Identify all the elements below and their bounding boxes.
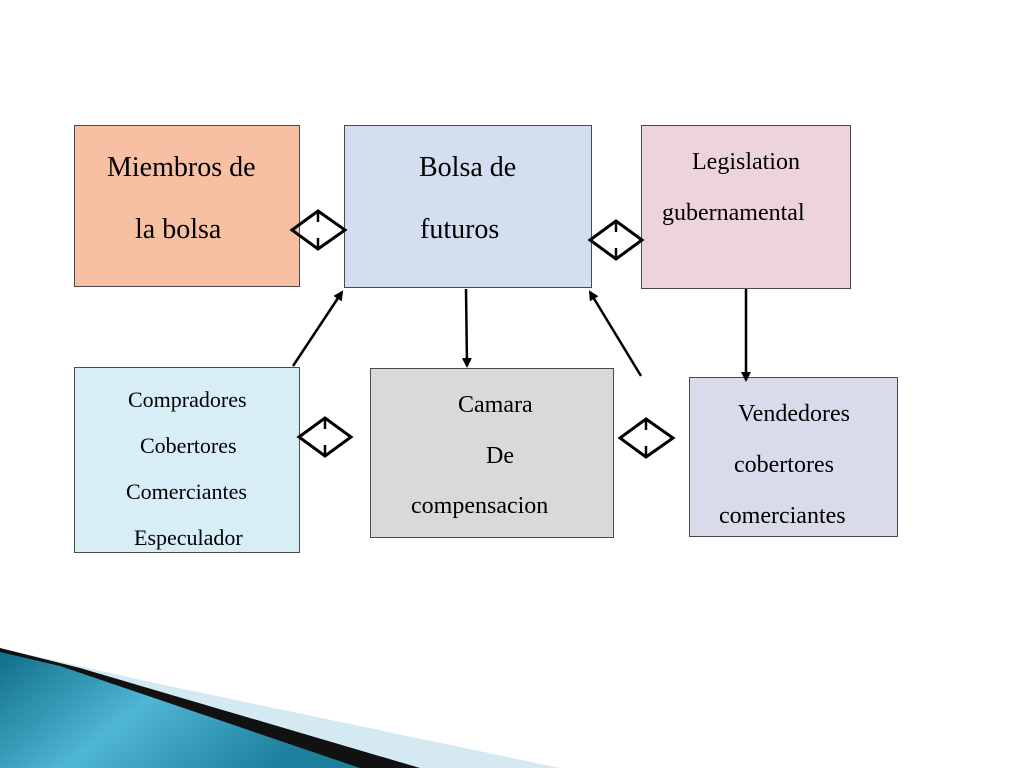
box-text-line: Comerciantes xyxy=(126,479,247,504)
box-text-line: futuros xyxy=(420,214,500,245)
diamond-connector-compradores-camara xyxy=(296,416,354,458)
diamond-connector-camara-vendedores xyxy=(617,417,676,459)
box-text-line: Legislation xyxy=(692,149,800,175)
swoosh-teal xyxy=(0,652,360,768)
box-text-line: cobertores xyxy=(734,452,834,478)
box-text-line: Vendedores xyxy=(738,401,850,427)
arrow-bolsa-to-camara xyxy=(461,288,472,368)
box-text-line: comerciantes xyxy=(719,503,846,529)
box-text-line: Miembros de xyxy=(107,152,256,183)
box-miembros-de-la-bolsa: Miembros de la bolsa xyxy=(74,125,300,287)
arrow-vendedores-to-bolsa xyxy=(588,290,643,377)
diamond-connector-miembros-bolsa xyxy=(289,209,348,251)
box-camara-de-compensacion: Camara De compensacion xyxy=(370,368,614,538)
box-text-line: gubernamental xyxy=(662,200,805,226)
arrow-compradores-to-bolsa xyxy=(291,290,344,367)
diamond-connector-bolsa-legislation xyxy=(587,219,645,261)
box-text-line: compensacion xyxy=(411,493,549,519)
box-text-line: Camara xyxy=(458,392,533,418)
box-text-line: Bolsa de xyxy=(419,152,517,183)
box-text-line: la bolsa xyxy=(135,214,222,245)
box-compradores: Compradores Cobertores Comerciantes Espe… xyxy=(74,367,300,553)
box-text-line: Especulador xyxy=(134,525,243,550)
box-text-line: Compradores xyxy=(128,387,247,412)
box-bolsa-de-futuros: Bolsa de futuros xyxy=(344,125,592,288)
box-text-line: De xyxy=(486,443,514,469)
box-text-line: Cobertores xyxy=(140,433,237,458)
box-legislation-gubernamental: Legislation gubernamental xyxy=(641,125,851,289)
box-vendedores: Vendedores cobertores comerciantes xyxy=(689,377,898,537)
